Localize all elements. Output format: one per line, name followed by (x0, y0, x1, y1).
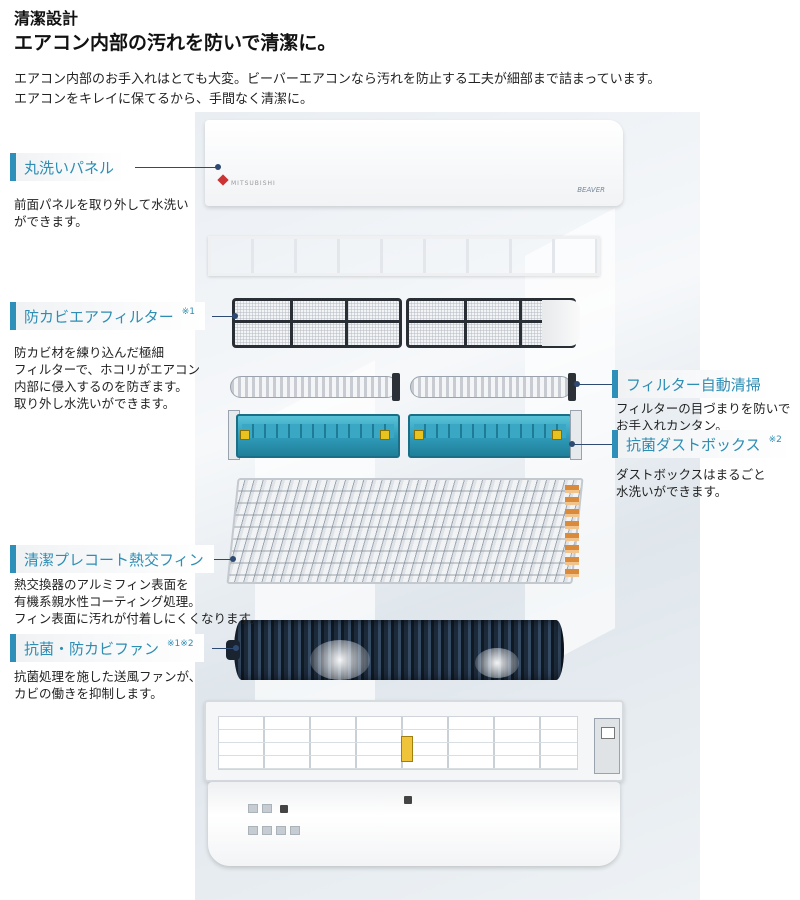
leader-line-auto-clean (577, 384, 613, 385)
label-wash-panel: 丸洗いパネル (10, 153, 125, 181)
label-wash-panel-text: 丸洗いパネル (24, 158, 115, 177)
desc-line: カビの働きを抑制します。 (14, 686, 163, 701)
panel-frame-image (208, 236, 600, 276)
label-antibacterial-fan: 抗菌・防カビファン ※1※2 (10, 634, 204, 662)
desc-line: お手入れカンタン。 (616, 418, 728, 433)
leader-line-panel (135, 167, 218, 168)
leader-dot (574, 381, 580, 387)
leader-dot (215, 164, 221, 170)
screw-icon (404, 796, 412, 804)
indicator-lamp (262, 826, 272, 835)
leader-dot (233, 645, 239, 651)
desc-line: ダストボックスはまるごと (616, 467, 766, 482)
desc-line: フィルターの目づまりを防いで (616, 401, 791, 416)
leader-dot (569, 441, 575, 447)
dust-box-latch (380, 430, 390, 440)
label-dust-box-text: 抗菌ダストボックス (626, 435, 761, 454)
desc-line: 水洗いができます。 (616, 484, 728, 499)
desc-line: フィルターで、ホコリがエアコン (14, 362, 201, 377)
heat-exchanger-image (226, 478, 584, 584)
dust-box-left-image (236, 414, 400, 458)
leader-line-filter (212, 316, 236, 317)
dust-box-end-right (570, 410, 582, 460)
desc-line: 有機系親水性コーティング処理。 (14, 594, 201, 609)
dust-box-latch (552, 430, 562, 440)
intro-line-1: エアコン内部のお手入れはとても大変。ビーバーエアコンなら汚れを防止する工夫が細部… (14, 72, 661, 87)
desc-auto-clean: フィルターの目づまりを防いで お手入れカンタン。 (616, 400, 790, 434)
air-inlet-grill (218, 716, 578, 770)
section-title: 清潔設計 (14, 9, 79, 28)
light-flare (310, 640, 370, 680)
cleaning-brush-right-image (410, 376, 572, 398)
intro-text: エアコン内部のお手入れはとても大変。ビーバーエアコンなら汚れを防止する工夫が細部… (14, 70, 660, 110)
footnote-mark: ※1※2 (167, 639, 194, 649)
desc-line: ができます。 (14, 214, 88, 229)
label-auto-clean: フィルター自動清掃 (612, 370, 771, 398)
label-dust-box: 抗菌ダストボックス ※2 (612, 430, 792, 458)
indicator-lamp (276, 826, 286, 835)
leader-dot (230, 556, 236, 562)
sensor-window (280, 805, 288, 813)
dust-box-latch (414, 430, 424, 440)
dust-box-latch (240, 430, 250, 440)
footnote-mark: ※1 (181, 307, 195, 317)
label-auto-clean-text: フィルター自動清掃 (626, 375, 761, 394)
leader-line-fin (202, 559, 234, 560)
light-flare (475, 648, 519, 678)
main-body-cover (208, 782, 620, 866)
indicator-lamp (290, 826, 300, 835)
refrigerant-pipes-image (565, 485, 579, 581)
leader-line-dust-box (572, 444, 613, 445)
page-heading: 清潔設計 エアコン内部の汚れを防いで清潔に。 (14, 8, 336, 56)
desc-antibacterial-fan: 抗菌処理を施した送風ファンが、 カビの働きを抑制します。 (14, 668, 201, 702)
indicator-lamp (248, 826, 258, 835)
page-title: エアコン内部の汚れを防いで清潔に。 (14, 32, 337, 54)
desc-wash-panel: 前面パネルを取り外して水洗い ができます。 (14, 196, 189, 230)
label-antimold-filter-text: 防カビエアフィルター (24, 307, 174, 326)
panel-logo-text: MITSUBISHI (231, 180, 276, 187)
desc-line: 熱交換器のアルミフィン表面を (14, 577, 189, 592)
label-precoat-fin: 清潔プレコート熱交フィン (10, 545, 214, 573)
filter-left-image (232, 298, 402, 348)
label-precoat-fin-text: 清潔プレコート熱交フィン (24, 550, 204, 569)
main-body-image (204, 700, 624, 868)
desc-line: 取り外し水洗いができます。 (14, 396, 176, 411)
dust-box-right-image (408, 414, 572, 458)
label-antibacterial-fan-text: 抗菌・防カビファン (24, 639, 160, 658)
label-antimold-filter: 防カビエアフィルター ※1 (10, 302, 205, 330)
leader-dot (232, 313, 238, 319)
desc-precoat-fin: 熱交換器のアルミフィン表面を 有機系親水性コーティング処理。 フィン表面に汚れが… (14, 576, 262, 627)
desc-line: 防カビ材を練り込んだ極細 (14, 345, 165, 360)
cleaning-brush-left-image (230, 376, 398, 398)
main-body-chassis (204, 700, 624, 782)
intro-line-2: エアコンをキレイに保てるから、手間なく清潔に。 (14, 92, 314, 107)
filter-edge-image (542, 300, 580, 346)
desc-line: 抗菌処理を施した送風ファンが、 (14, 669, 202, 684)
yellow-tab (401, 736, 413, 762)
indicator-lamp (248, 804, 258, 813)
desc-line: 前面パネルを取り外して水洗い (14, 197, 189, 212)
desc-line: フィン表面に汚れが付着しにくくなります。 (14, 611, 263, 626)
brand-logo-icon (217, 174, 229, 186)
indicator-lamp (262, 804, 272, 813)
panel-brand-text: BEAVER (577, 186, 605, 194)
front-panel-image: MITSUBISHI BEAVER (205, 120, 623, 206)
footnote-mark: ※2 (768, 435, 782, 445)
desc-antimold-filter: 防カビ材を練り込んだ極細 フィルターで、ホコリがエアコン 内部に侵入するのを防ぎ… (14, 344, 200, 412)
leader-line-fan (212, 648, 236, 649)
brush-end-cap (568, 373, 576, 401)
control-box (594, 718, 620, 774)
desc-dust-box: ダストボックスはまるごと 水洗いができます。 (616, 466, 766, 500)
desc-line: 内部に侵入するのを防ぎます。 (14, 379, 188, 394)
brush-joint (392, 373, 400, 401)
